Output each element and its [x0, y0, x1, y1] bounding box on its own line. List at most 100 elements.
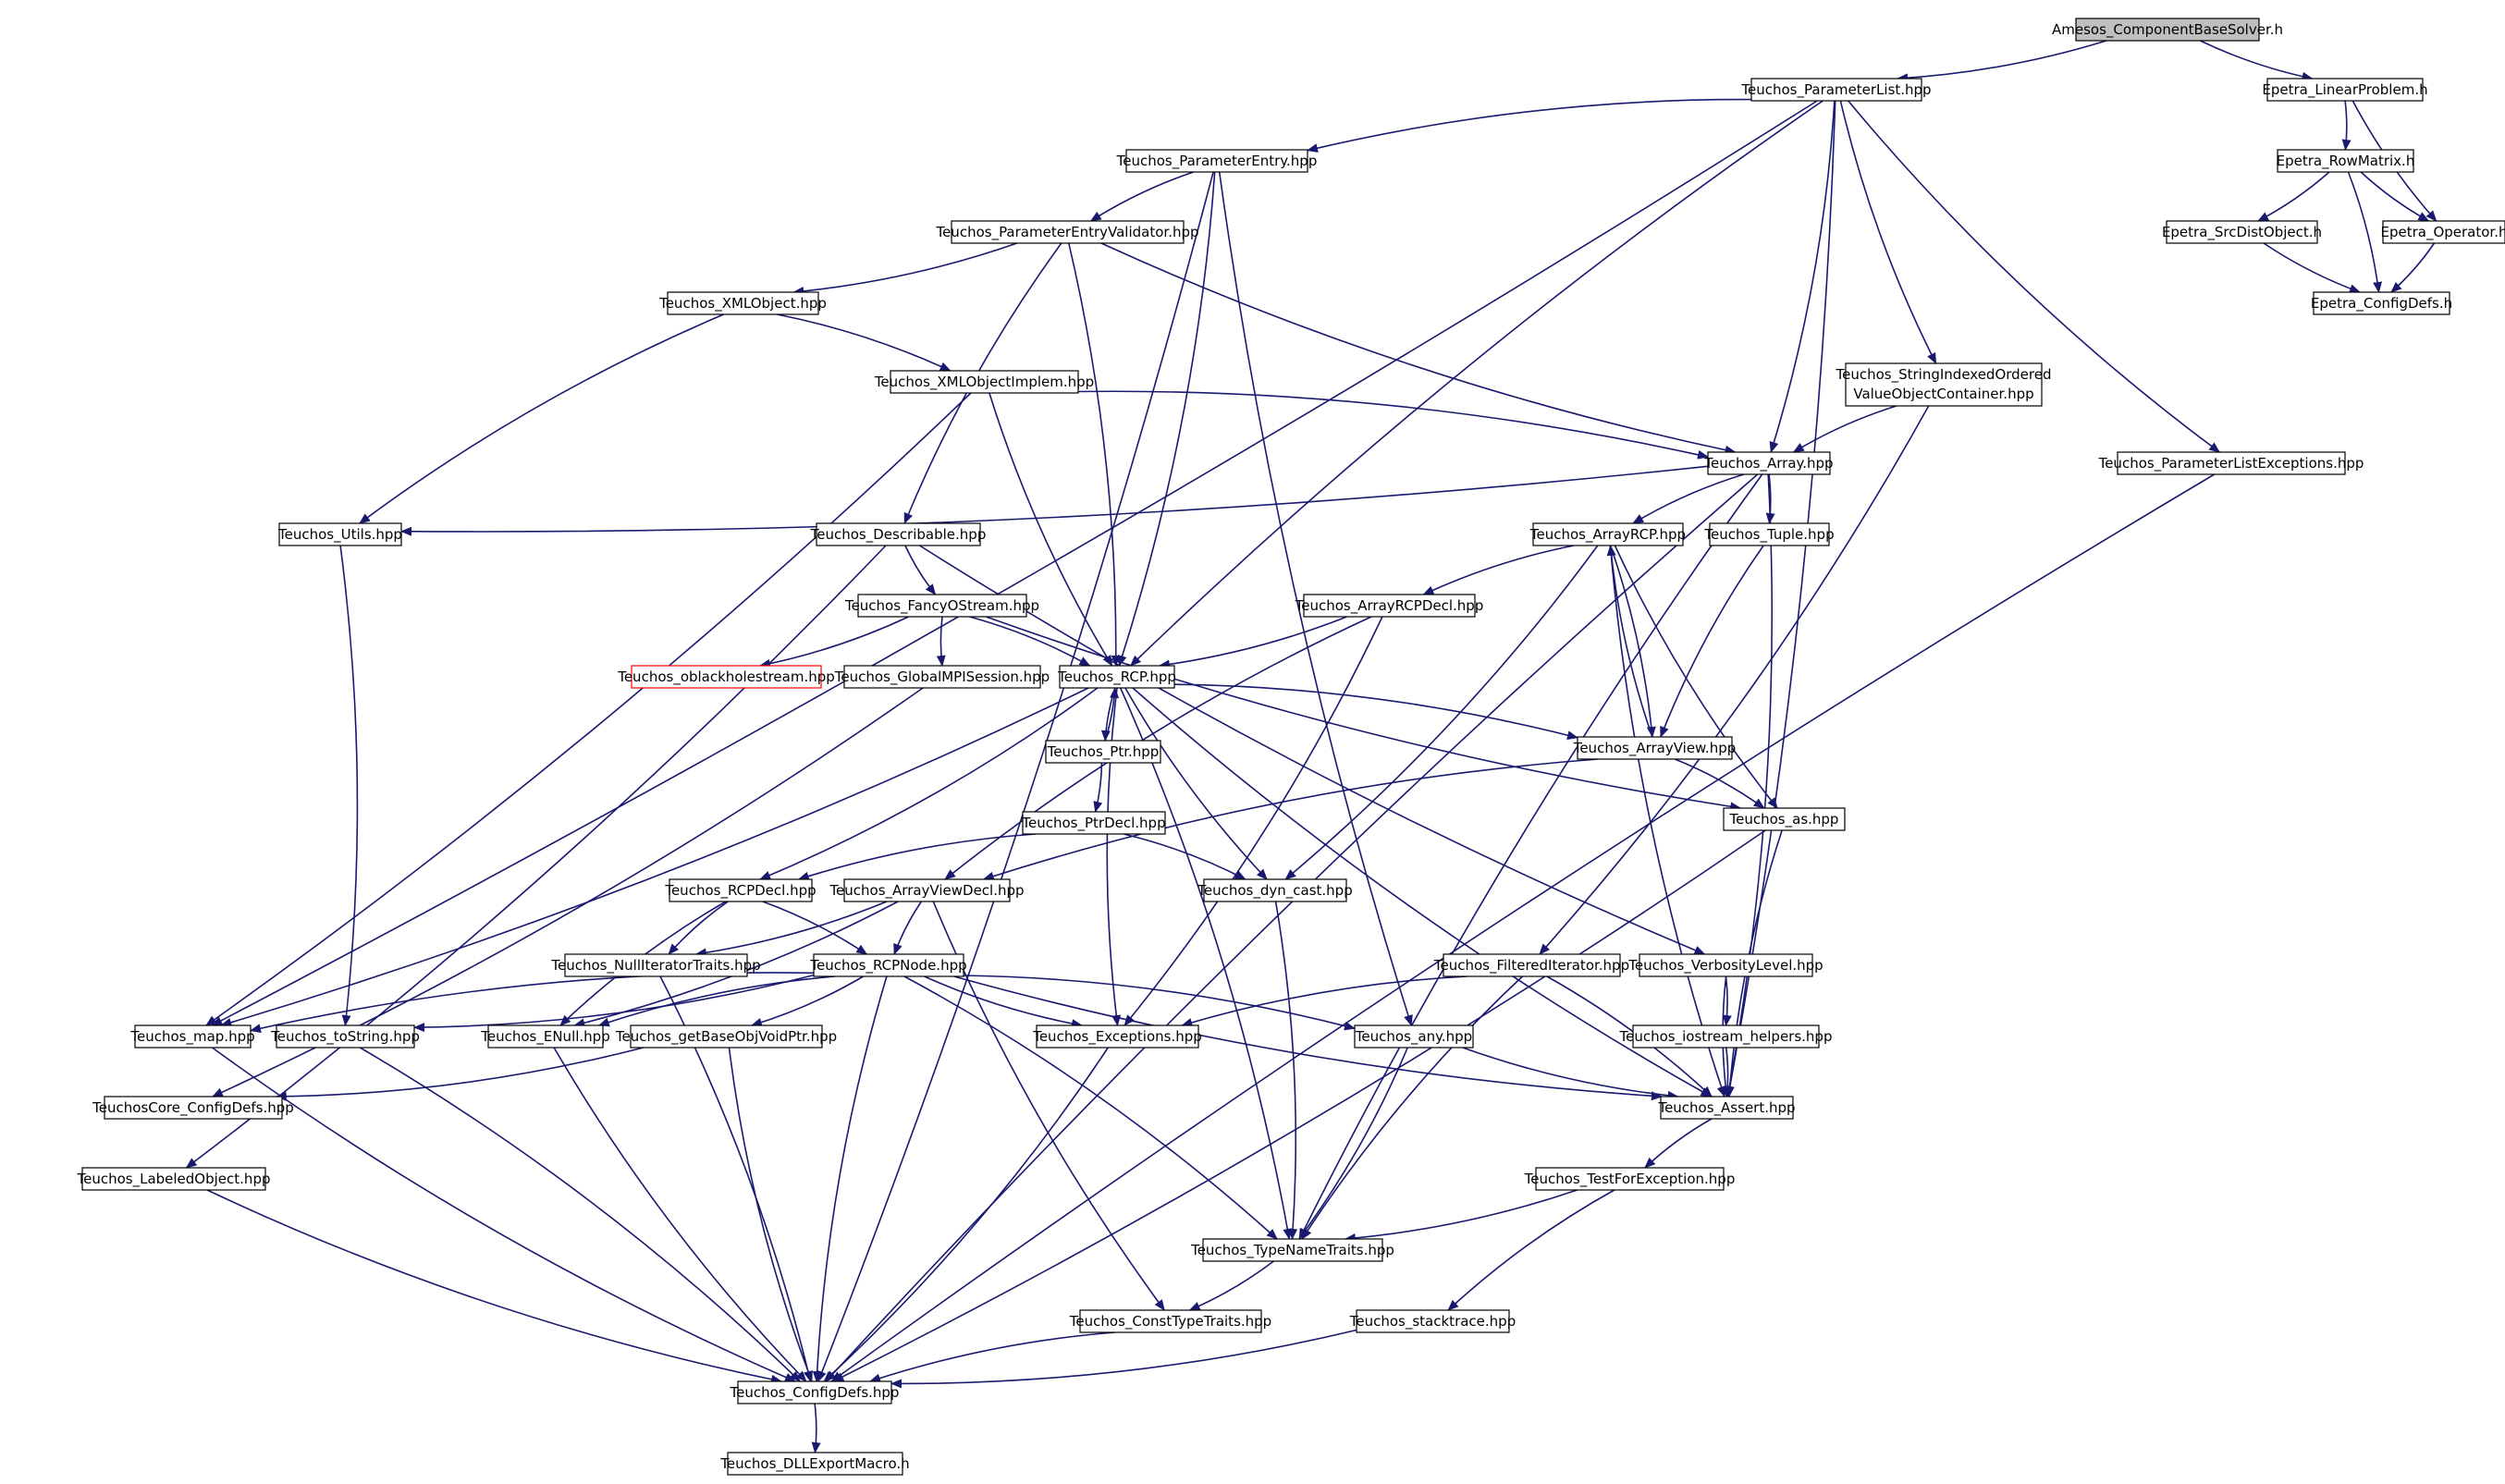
edge-assert-to-testforexc — [1644, 1118, 1713, 1169]
node-testforexc[interactable]: Teuchos_TestForException.hpp — [1524, 1167, 1736, 1191]
node-label: Teuchos_XMLObjectImplem.hpp — [874, 374, 1094, 391]
node-labeled[interactable]: Teuchos_LabeledObject.hpp — [77, 1167, 271, 1191]
edge-getbase-to-configdefs — [728, 1047, 813, 1382]
node-mpisess[interactable]: Teuchos_GlobalMPISession.hpp — [834, 665, 1050, 689]
node-dyncast[interactable]: Teuchos_dyn_cast.hpp — [1197, 878, 1353, 902]
node-srcdist[interactable]: Epetra_SrcDistObject.h — [2162, 220, 2322, 244]
node-box — [1059, 665, 1175, 689]
node-coreconfig[interactable]: TeuchosCore_ConfigDefs.hpp — [92, 1096, 294, 1120]
edge-array-to-utils — [400, 465, 1709, 536]
node-rcp[interactable]: Teuchos_RCP.hpp — [1057, 665, 1176, 689]
edge-paramlist-to-plexc — [1848, 100, 2221, 453]
edge-arcpdecl-to-exceptions — [1124, 616, 1383, 1026]
node-box — [278, 522, 402, 546]
node-filtered[interactable]: Teuchos_FilteredIterator.hpp — [1433, 953, 1629, 977]
node-tostring[interactable]: Teuchos_toString.hpp — [270, 1024, 420, 1049]
edge-sioc-to-array — [1792, 405, 1897, 453]
node-label: Epetra_Operator.h — [2380, 224, 2505, 241]
node-consttype[interactable]: Teuchos_ConstTypeTraits.hpp — [1069, 1309, 1271, 1333]
node-any[interactable]: Teuchos_any.hpp — [1354, 1024, 1474, 1049]
node-rcpdecl[interactable]: Teuchos_RCPDecl.hpp — [664, 878, 817, 902]
node-box — [1354, 1024, 1474, 1049]
node-configdefs[interactable]: Teuchos_ConfigDefs.hpp — [730, 1380, 900, 1404]
edge-arrayview-to-as — [1675, 758, 1765, 809]
edge-testforexc-to-typename — [1344, 1189, 1578, 1244]
node-arcpdecl[interactable]: Teuchos_ArrayRCPDecl.hpp — [1295, 594, 1484, 618]
node-assert[interactable]: Teuchos_Assert.hpp — [1657, 1096, 1796, 1120]
node-epconfig[interactable]: Epetra_ConfigDefs.h — [2311, 291, 2452, 315]
node-box — [843, 665, 1041, 689]
node-box — [667, 291, 819, 315]
node-label: Teuchos_toString.hpp — [270, 1028, 420, 1046]
node-operator[interactable]: Epetra_Operator.h — [2380, 220, 2505, 244]
edge-iohelpers-to-assert — [1723, 1047, 1733, 1098]
edge-sioc-to-filtered — [1539, 405, 1930, 955]
node-avdecl[interactable]: Teuchos_ArrayViewDecl.hpp — [829, 878, 1025, 902]
node-xmlimpl[interactable]: Teuchos_XMLObjectImplem.hpp — [874, 370, 1094, 394]
node-plexc[interactable]: Teuchos_ParameterListExceptions.hpp — [2098, 451, 2364, 475]
node-box — [1203, 878, 1347, 902]
edge-paramlist-to-map — [211, 100, 1818, 1026]
node-ptrdecl[interactable]: Teuchos_PtrDecl.hpp — [1021, 811, 1166, 835]
node-label: Teuchos_ParameterEntry.hpp — [1116, 153, 1318, 170]
node-utils[interactable]: Teuchos_Utils.hpp — [277, 522, 402, 546]
node-box — [1125, 149, 1308, 173]
node-rowmatrix[interactable]: Epetra_RowMatrix.h — [2277, 149, 2415, 173]
node-nullit[interactable]: Teuchos_NullIteratorTraits.hpp — [550, 953, 761, 977]
node-map[interactable]: Teuchos_map.hpp — [129, 1024, 255, 1049]
node-describable[interactable]: Teuchos_Describable.hpp — [810, 522, 987, 546]
node-box — [857, 594, 1027, 618]
edge-arrayrcp-to-as — [1614, 545, 1778, 809]
node-label: Teuchos_Exceptions.hpp — [1032, 1028, 1202, 1046]
node-box — [1660, 1096, 1794, 1120]
node-tuple[interactable]: Teuchos_Tuple.hpp — [1703, 522, 1835, 546]
edge-arrayrcp-to-dyncast — [1284, 545, 1599, 880]
node-ptr[interactable]: Teuchos_Ptr.hpp — [1045, 740, 1161, 764]
node-box — [2313, 291, 2450, 315]
edge-rcp-to-map — [220, 687, 1089, 1027]
node-getbase[interactable]: Teuchos_getBaseObjVoidPtr.hpp — [615, 1024, 837, 1049]
node-box — [816, 522, 981, 546]
node-typename[interactable]: Teuchos_TypeNameTraits.hpp — [1190, 1238, 1394, 1262]
node-paramlist[interactable]: Teuchos_ParameterList.hpp — [1740, 78, 1932, 102]
node-label: Teuchos_Ptr.hpp — [1047, 743, 1160, 761]
node-array[interactable]: Teuchos_Array.hpp — [1703, 451, 1834, 475]
node-arrayrcp[interactable]: Teuchos_ArrayRCP.hpp — [1529, 522, 1686, 546]
node-validator[interactable]: Teuchos_ParameterEntryValidator.hpp — [935, 220, 1199, 244]
edge-root-to-paramlist — [1897, 40, 2107, 83]
node-rcpnode[interactable]: Teuchos_RCPNode.hpp — [809, 953, 967, 977]
node-label: Teuchos_StringIndexedOrdered — [1836, 366, 2052, 384]
node-iohelpers[interactable]: Teuchos_iostream_helpers.hpp — [1619, 1024, 1833, 1049]
node-box — [81, 1167, 266, 1191]
edge-rcp-to-typename — [1119, 687, 1293, 1240]
node-label: Epetra_RowMatrix.h — [2277, 153, 2415, 170]
node-box — [1356, 1309, 1510, 1333]
node-box — [2382, 220, 2505, 244]
edge-validator-to-rcp — [1068, 242, 1121, 667]
node-label: Teuchos_dyn_cast.hpp — [1197, 882, 1352, 900]
node-stacktrace[interactable]: Teuchos_stacktrace.hpp — [1349, 1309, 1516, 1333]
node-label: Teuchos_stacktrace.hpp — [1349, 1313, 1516, 1331]
node-label: Teuchos_any.hpp — [1355, 1028, 1472, 1046]
node-label: Teuchos_PtrDecl.hpp — [1021, 815, 1165, 832]
node-label: Teuchos_VerbosityLevel.hpp — [1627, 957, 1823, 975]
node-dllexport[interactable]: Teuchos_DLLExportMacro.h — [719, 1452, 910, 1476]
node-label: Epetra_LinearProblem.h — [2262, 81, 2427, 99]
edge-avdecl-to-nullit — [694, 901, 888, 958]
node-linprob[interactable]: Epetra_LinearProblem.h — [2262, 78, 2428, 102]
node-as[interactable]: Teuchos_as.hpp — [1723, 807, 1846, 831]
node-label: Teuchos_XMLObject.hpp — [658, 295, 827, 313]
node-arrayview[interactable]: Teuchos_ArrayView.hpp — [1573, 736, 1737, 760]
node-paramentry[interactable]: Teuchos_ParameterEntry.hpp — [1116, 149, 1318, 173]
node-sioc[interactable]: Teuchos_StringIndexedOrderedValueObjectC… — [1836, 362, 2052, 407]
node-fancyo[interactable]: Teuchos_FancyOStream.hpp — [844, 594, 1039, 618]
node-box — [669, 878, 813, 902]
node-xmlobj[interactable]: Teuchos_XMLObject.hpp — [658, 291, 827, 315]
node-exceptions[interactable]: Teuchos_Exceptions.hpp — [1032, 1024, 1202, 1049]
node-enull[interactable]: Teuchos_ENull.hpp — [480, 1024, 610, 1049]
edge-rcp-to-rcpdecl — [759, 687, 1099, 880]
node-box — [1707, 451, 1831, 475]
edge-enull-to-configdefs — [553, 1047, 807, 1382]
node-verbosity[interactable]: Teuchos_VerbosityLevel.hpp — [1627, 953, 1823, 977]
node-label: Teuchos_Tuple.hpp — [1703, 526, 1834, 544]
